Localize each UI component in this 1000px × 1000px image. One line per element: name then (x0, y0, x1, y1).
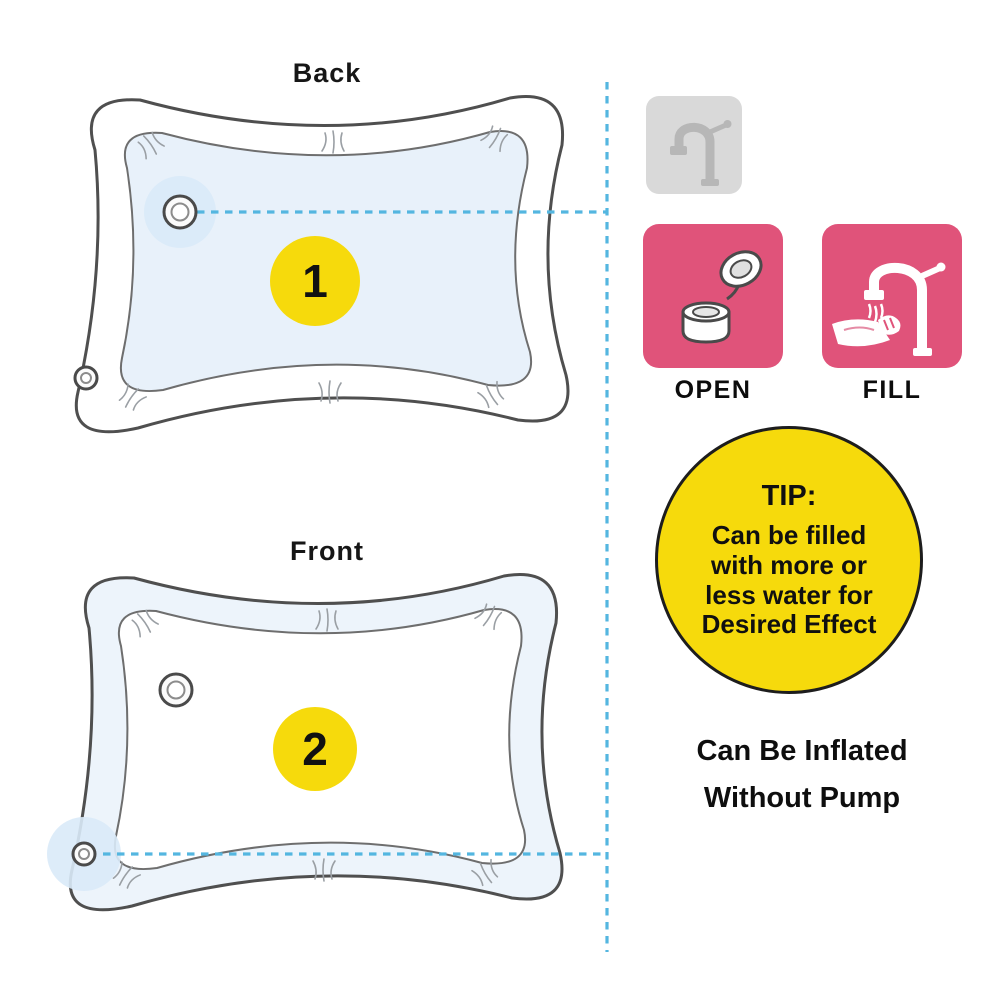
tip-title: TIP: (761, 480, 817, 513)
inflate-note-line2: Without Pump (703, 782, 901, 814)
tip-badge: TIP: Can be filled with more or less wat… (655, 426, 923, 694)
fill-step-label: FILL (862, 376, 922, 404)
back-air-valve-inner (80, 372, 92, 384)
front-water-valve-inner (166, 680, 186, 700)
open-tile-canvas (643, 224, 783, 368)
fill-step-tile (822, 224, 962, 368)
back-view-label: Back (292, 58, 362, 88)
inflate-note: Can Be Inflated Without Pump (642, 728, 962, 822)
faucet-tile-canvas (646, 96, 742, 194)
open-cap-icon (681, 250, 763, 344)
open-step-label: OPEN (674, 376, 752, 404)
faucet-step-tile (646, 96, 742, 194)
open-step-tile (643, 224, 783, 368)
faucet-icon (670, 120, 732, 186)
fill-under-faucet-icon (832, 262, 946, 356)
front-view-label: Front (290, 536, 364, 566)
open-tile-bg (643, 224, 783, 368)
tip-text-line: with more or (710, 549, 867, 580)
tip-text-line: Can be filled (711, 520, 867, 551)
fill-tile-canvas (822, 224, 962, 368)
front-step-badge (273, 707, 357, 791)
back-mat-diagram: 1 (73, 95, 606, 434)
back-water-valve-inner (170, 202, 190, 222)
inflate-note-line1: Can Be Inflated (696, 735, 908, 767)
back-step-badge (270, 236, 360, 326)
faucet-tile-bg (646, 96, 742, 194)
tip-text-line: Desired Effect (701, 609, 877, 640)
front-step-number: 2 (302, 723, 328, 775)
front-mat-diagram: 2 (47, 573, 606, 912)
front-air-valve-inner (78, 848, 90, 860)
fill-tile-bg (822, 224, 962, 368)
back-step-number: 1 (302, 255, 328, 307)
tip-text-line: less water for (705, 579, 873, 610)
